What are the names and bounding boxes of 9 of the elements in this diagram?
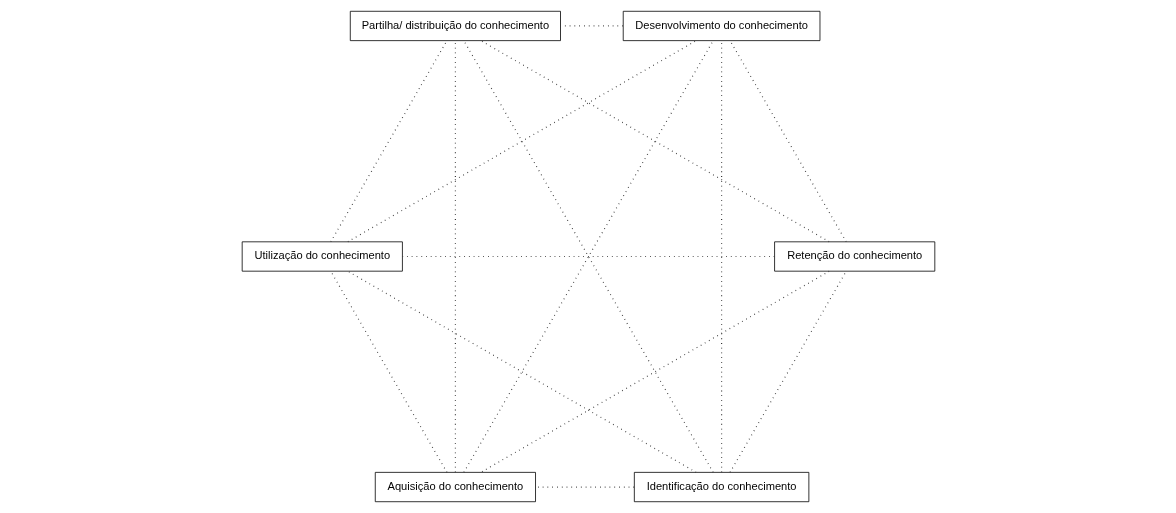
connector	[462, 40, 714, 473]
node-box: Retenção do conhecimento	[773, 241, 935, 272]
node-box: Aquisição do conhecimento	[374, 471, 536, 503]
connector	[329, 40, 447, 243]
connector	[729, 40, 847, 243]
node-box: Utilização do conhecimento	[241, 241, 403, 272]
node-box: Partilha/ distribuição do conhecimento	[349, 10, 561, 42]
node-box: Desenvolvimento do conhecimento	[622, 10, 820, 42]
node-box: Identificação do conhecimento	[633, 471, 809, 503]
